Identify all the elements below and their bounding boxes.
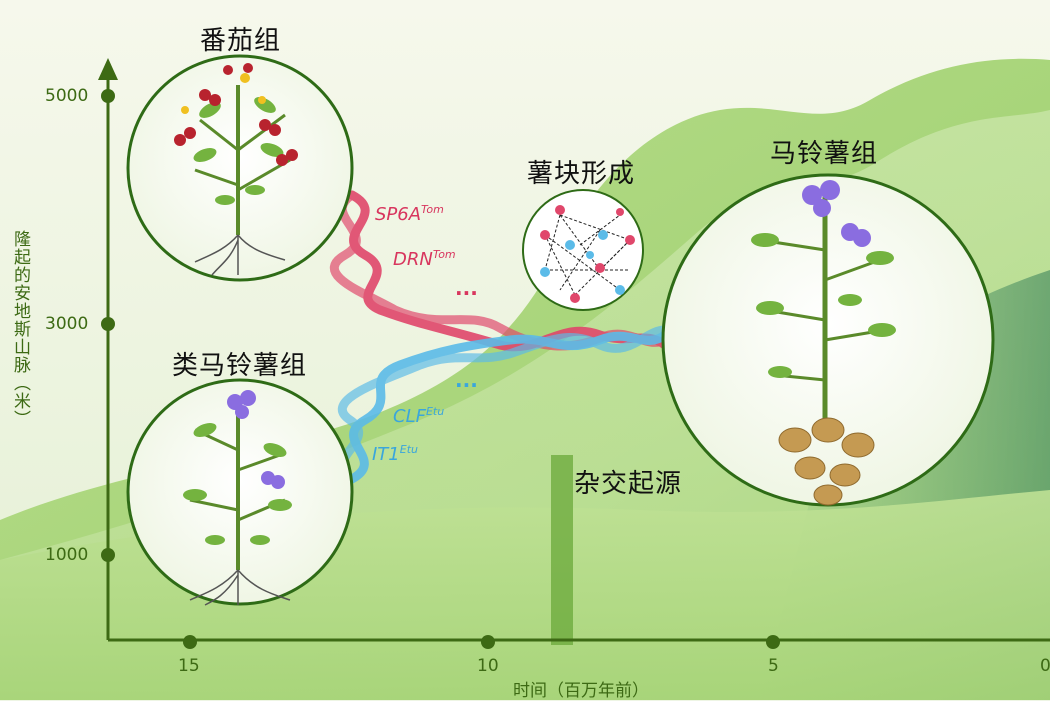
potato-like-group-title: 类马铃薯组 bbox=[172, 351, 308, 381]
gene-sp6a: SP6ATom bbox=[375, 203, 444, 225]
x-tick-label-0: 0 bbox=[1040, 656, 1050, 676]
y-tick-label-5000: 5000 bbox=[45, 86, 89, 106]
etuberosum-plant-illustration bbox=[183, 390, 292, 606]
y-axis-title: 隆起的安地斯山脉（米） bbox=[10, 230, 30, 428]
gene-it1: IT1Etu bbox=[372, 443, 418, 465]
y-tick-5000 bbox=[101, 89, 115, 103]
hybrid-origin-title: 杂交起源 bbox=[574, 469, 683, 499]
tomato-genes-ellipsis: ... bbox=[455, 276, 478, 300]
etu-dna-helix bbox=[337, 325, 670, 485]
potato-circle bbox=[661, 173, 995, 507]
y-tick-label-1000: 1000 bbox=[45, 545, 89, 565]
tuber-network-circle bbox=[522, 189, 644, 311]
gene-sp6a-name: SP6A bbox=[375, 204, 422, 225]
gene-it1-name: IT1 bbox=[372, 444, 400, 465]
gene-clf-name: CLF bbox=[393, 406, 426, 427]
gene-it1-sup: Etu bbox=[399, 443, 419, 456]
x-tick-label-5: 5 bbox=[768, 656, 779, 676]
potato-like-circle bbox=[126, 378, 354, 606]
y-tick-3000 bbox=[101, 317, 115, 331]
y-tick-1000 bbox=[101, 548, 115, 562]
x-tick-label-15: 15 bbox=[178, 656, 200, 676]
gene-drn-name: DRN bbox=[393, 249, 433, 270]
axes bbox=[106, 70, 1050, 642]
x-axis-title: 时间（百万年前） bbox=[513, 681, 649, 701]
gene-sp6a-sup: Tom bbox=[421, 203, 444, 216]
x-tick-label-10: 10 bbox=[477, 656, 499, 676]
x-tick-dots bbox=[183, 635, 780, 649]
x-tick-10 bbox=[481, 635, 495, 649]
y-axis-arrow bbox=[98, 58, 118, 80]
potato-group-title: 马铃薯组 bbox=[770, 139, 879, 169]
x-tick-5 bbox=[766, 635, 780, 649]
gene-drn: DRNTom bbox=[393, 248, 456, 270]
gene-clf: CLFEtu bbox=[393, 405, 444, 427]
gene-drn-sup: Tom bbox=[432, 248, 456, 261]
y-tick-dots bbox=[101, 89, 115, 562]
tomato-circle bbox=[126, 54, 354, 282]
etu-genes-ellipsis: ... bbox=[455, 368, 478, 392]
x-tick-15 bbox=[183, 635, 197, 649]
gene-clf-sup: Etu bbox=[425, 405, 445, 418]
tomato-plant-illustration bbox=[174, 63, 298, 276]
potato-plant-illustration bbox=[751, 180, 896, 506]
tuber-network bbox=[522, 189, 644, 311]
tuber-formation-title: 薯块形成 bbox=[527, 159, 636, 189]
y-tick-label-3000: 3000 bbox=[45, 314, 89, 334]
tomato-group-title: 番茄组 bbox=[200, 26, 282, 56]
hybrid-origin-bar bbox=[551, 455, 573, 645]
